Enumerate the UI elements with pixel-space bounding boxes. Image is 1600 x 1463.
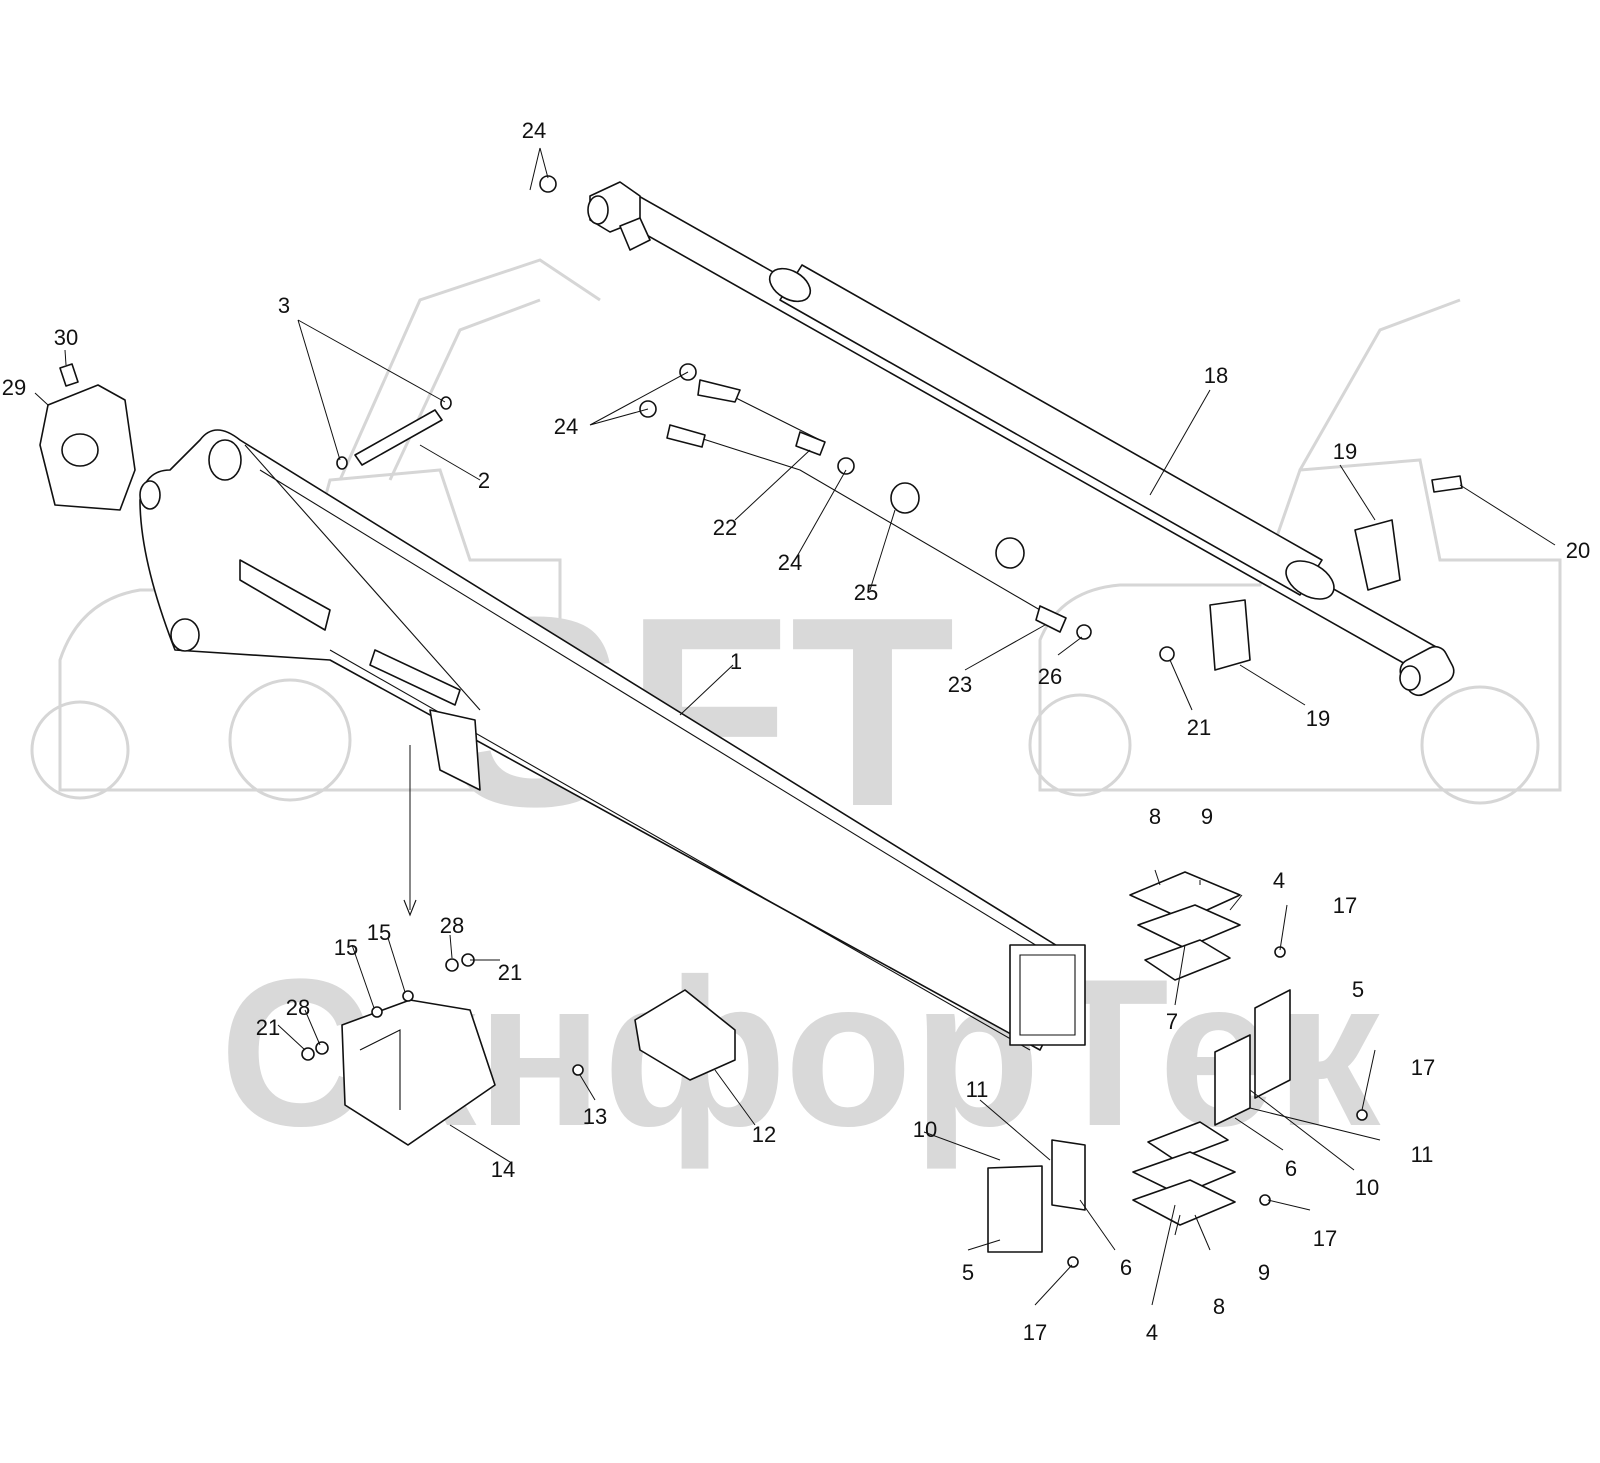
wear-pad-lower <box>1147 1121 1229 1161</box>
bolt-13 <box>572 1064 584 1076</box>
callout-17-bottom: 17 <box>1023 1320 1047 1345</box>
callout-12: 12 <box>752 1122 776 1147</box>
wear-pad-bottom-top <box>1144 939 1231 981</box>
shim-plate-top <box>1137 904 1241 949</box>
nut-21c <box>301 1047 315 1061</box>
callout-25: 25 <box>854 580 878 605</box>
clamp-lower <box>1209 599 1251 671</box>
callout-18: 18 <box>1204 363 1228 388</box>
bolt-15a <box>371 1006 383 1018</box>
washer-28a <box>445 958 459 972</box>
side-pad-frame-right <box>1254 989 1291 1099</box>
callout-21-left: 21 <box>256 1015 280 1040</box>
side-pad-frame-left <box>987 1165 1043 1253</box>
wear-pad-top <box>1129 871 1241 921</box>
hose-assembly <box>539 175 1092 640</box>
callout-17-top: 17 <box>1333 893 1357 918</box>
callout-5-right: 5 <box>1352 977 1364 1002</box>
callout-14: 14 <box>491 1157 515 1182</box>
callout-21-mid: 21 <box>498 960 522 985</box>
callout-4-top: 4 <box>1273 868 1285 893</box>
callout-26: 26 <box>1038 664 1062 689</box>
callout-11-left: 11 <box>966 1077 989 1102</box>
callout-24-mid: 24 <box>554 414 578 439</box>
callout-21-top: 21 <box>1187 715 1211 740</box>
shim-plate-lower <box>1132 1151 1236 1196</box>
wear-pad-base-lower <box>1132 1179 1236 1226</box>
callout-6-right: 6 <box>1285 1156 1297 1181</box>
callout-2: 2 <box>478 468 490 493</box>
callout-29: 29 <box>2 375 26 400</box>
callout-10-right: 10 <box>1355 1175 1379 1200</box>
callout-17-right: 17 <box>1411 1055 1435 1080</box>
callout-3: 3 <box>278 293 290 318</box>
washer-28b <box>315 1041 329 1055</box>
bolt-30 <box>59 363 79 387</box>
retaining-ring-b <box>440 396 452 410</box>
watermark-tractor-left <box>30 258 601 802</box>
callout-9-top: 9 <box>1201 804 1213 829</box>
callout-22: 22 <box>713 515 737 540</box>
callout-9-bottom: 9 <box>1258 1260 1270 1285</box>
callout-24-right: 24 <box>778 550 802 575</box>
bolt-15b <box>402 990 414 1002</box>
callout-17-mid: 17 <box>1313 1226 1337 1251</box>
nut-21 <box>1159 646 1175 662</box>
screw-17d <box>1067 1256 1079 1268</box>
callout-20: 20 <box>1566 538 1590 563</box>
callout-13: 13 <box>583 1104 607 1129</box>
part-drawings <box>39 175 1463 1268</box>
callout-24-top: 24 <box>522 118 546 143</box>
callout-28-left: 28 <box>286 995 310 1020</box>
callout-1: 1 <box>730 649 742 674</box>
callout-5-left: 5 <box>962 1260 974 1285</box>
watermark-tractor-right <box>1028 298 1562 805</box>
cover-plate-hole <box>61 433 99 467</box>
callout-labels: 24 3 30 29 2 24 22 24 25 18 19 20 1 23 2… <box>2 118 1590 1345</box>
callout-11-right: 11 <box>1411 1142 1434 1167</box>
callout-8-top: 8 <box>1149 804 1161 829</box>
boom <box>139 429 1086 1051</box>
bolt-20 <box>1431 475 1463 493</box>
callout-28-top: 28 <box>440 913 464 938</box>
callout-19-top: 19 <box>1333 439 1357 464</box>
callout-4-bottom: 4 <box>1146 1320 1158 1345</box>
hydraulic-cylinder <box>587 181 1455 697</box>
screw-17b <box>1356 1109 1368 1121</box>
callout-23: 23 <box>948 672 972 697</box>
callout-7: 7 <box>1166 1009 1178 1034</box>
callout-6-left: 6 <box>1120 1255 1132 1280</box>
leader-lines <box>34 147 1556 1306</box>
callout-15-right: 15 <box>367 920 391 945</box>
callout-30: 30 <box>54 325 78 350</box>
callout-15-left: 15 <box>334 935 358 960</box>
callout-19-bottom: 19 <box>1306 706 1330 731</box>
callout-10-left: 10 <box>913 1117 937 1142</box>
clamp-upper <box>1354 519 1401 591</box>
retaining-ring-a <box>336 456 348 470</box>
side-pad-left <box>1051 1139 1086 1211</box>
callout-8-bottom: 8 <box>1213 1294 1225 1319</box>
mount-bracket <box>634 989 736 1081</box>
pin <box>354 409 443 466</box>
